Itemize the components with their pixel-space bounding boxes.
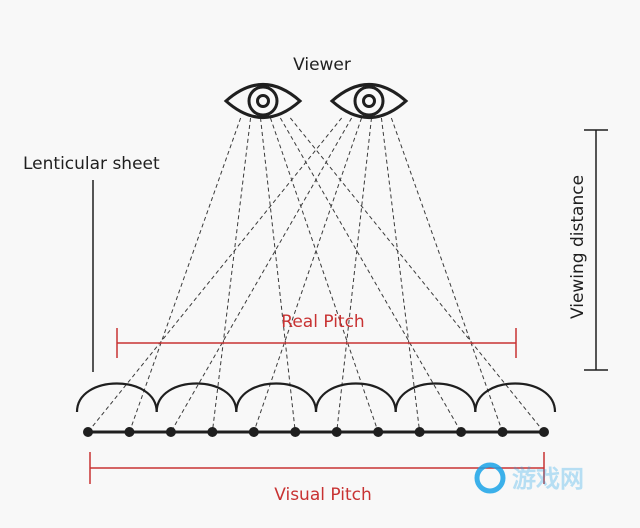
pixel-dot (165, 427, 176, 437)
pixel-dot (290, 427, 301, 437)
lens-arc (155, 382, 238, 413)
visual-pitch-bracket (89, 452, 545, 484)
watermark-logo: 游戏网 (474, 462, 584, 494)
pixel-dot (207, 427, 218, 437)
pixel-dot (331, 427, 342, 437)
sight-line (289, 117, 545, 433)
real-pitch-bracket (116, 328, 517, 358)
pixel-dot (248, 427, 259, 437)
viewing-distance-label: Viewing distance (568, 175, 588, 319)
pixel-dot (539, 427, 549, 437)
lens-arc (314, 382, 397, 413)
sight-line (279, 117, 462, 433)
lens-arc (394, 382, 477, 413)
lens-arc (75, 382, 158, 413)
pixel-dot (124, 427, 135, 437)
sight-line (211, 117, 252, 433)
left-eye-icon (223, 83, 303, 119)
pixel-dots (83, 427, 549, 437)
pixel-dot (414, 427, 425, 437)
pixel-dot (497, 427, 508, 437)
sight-line (87, 117, 343, 433)
sight-line (336, 117, 372, 433)
watermark-text: 游戏网 (512, 465, 584, 493)
visual-pitch-label: Visual Pitch (274, 485, 372, 505)
viewing-distance-bracket (584, 129, 608, 371)
pixel-dot (456, 427, 467, 437)
sight-line (380, 117, 421, 433)
sight-line (253, 117, 363, 433)
viewer-label: Viewer (293, 55, 351, 75)
sight-line (260, 117, 296, 433)
pixel-dot (83, 427, 93, 437)
lenticular-lenses (75, 382, 557, 413)
lens-arc (474, 382, 557, 413)
watermark-ring-icon (474, 462, 506, 494)
sight-line (170, 117, 353, 433)
pixel-dot (373, 427, 384, 437)
sight-line (269, 117, 379, 433)
lenticular-sheet-label: Lenticular sheet (23, 154, 160, 174)
sight-lines (87, 117, 545, 433)
lens-arc (235, 382, 318, 413)
real-pitch-label: Real Pitch (281, 312, 364, 332)
right-eye-icon (329, 83, 409, 119)
